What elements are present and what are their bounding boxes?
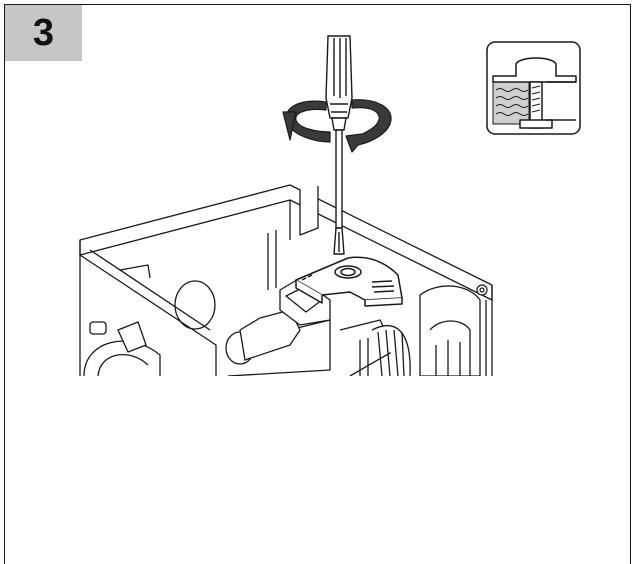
- bracket-part: [295, 256, 403, 307]
- screw-detail-icon: [486, 41, 581, 135]
- instruction-frame: [4, 4, 631, 564]
- screwdriver-icon: [325, 35, 353, 255]
- installation-illustration: [79, 35, 493, 376]
- box-illustration: [79, 184, 493, 376]
- step-badge: 3: [5, 5, 82, 61]
- corner-screw: [476, 284, 488, 296]
- rotate-arrows-icon: [282, 99, 392, 153]
- step-number: 3: [32, 12, 55, 54]
